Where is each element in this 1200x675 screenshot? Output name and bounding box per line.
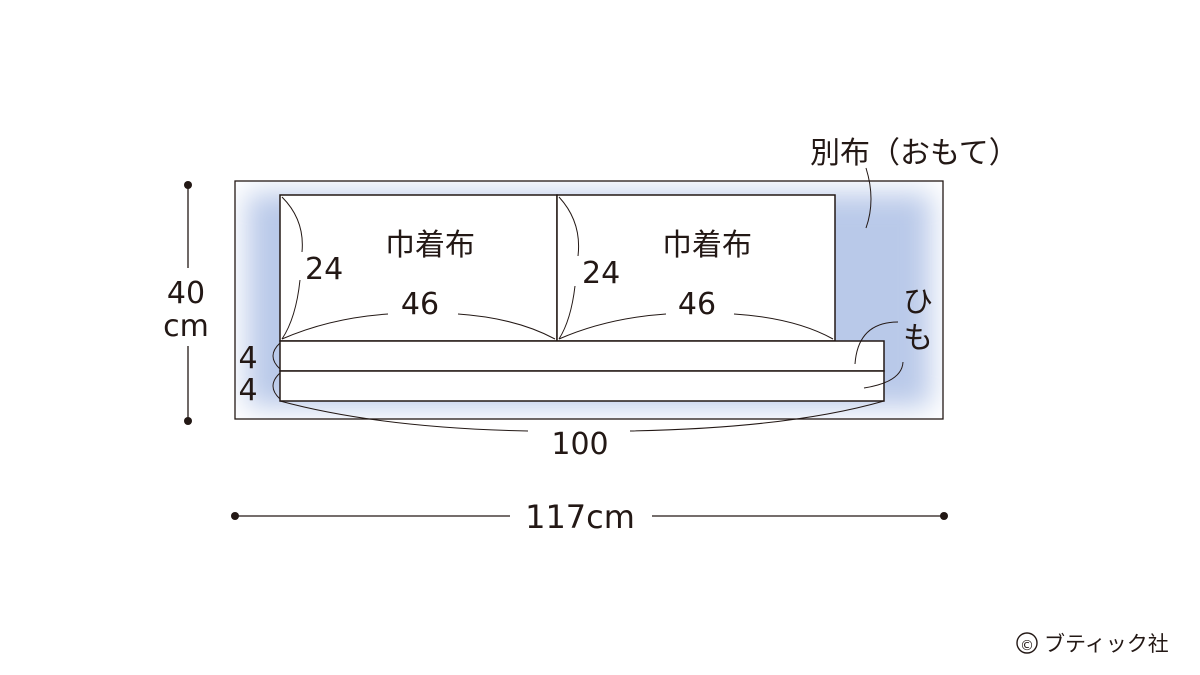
total-height-value: 40 bbox=[167, 276, 205, 311]
pouch-piece-right bbox=[556, 194, 836, 342]
strap-label-text: ひも bbox=[903, 285, 933, 356]
pouch-left-height-curve bbox=[281, 196, 303, 340]
pouch-right-height-curve bbox=[558, 196, 580, 340]
strap-piece-2 bbox=[279, 370, 885, 402]
dimension-curves bbox=[272, 167, 904, 432]
pouch-piece-left bbox=[279, 194, 558, 342]
strap-label: ひも bbox=[903, 285, 933, 356]
copyright-symbol: © bbox=[1020, 638, 1034, 654]
outer-fabric-label: 別布（おもて） bbox=[810, 136, 1019, 171]
copyright-notice: © ブティック社 bbox=[1016, 632, 1169, 656]
strap-leader-2 bbox=[863, 361, 904, 389]
total-width-label: 117cm bbox=[525, 498, 635, 536]
pouch-left-height-label: 24 bbox=[305, 252, 343, 287]
strap-length-label: 100 bbox=[551, 427, 608, 462]
strap-length-curve bbox=[279, 400, 885, 432]
width-dimension bbox=[231, 512, 948, 520]
strap-2-width-curve bbox=[272, 372, 281, 400]
publisher-name: ブティック社 bbox=[1044, 632, 1169, 656]
pouch-right-width-curve bbox=[558, 313, 834, 340]
strap-1-width-curve bbox=[272, 342, 281, 370]
pouch-right-height-label: 24 bbox=[582, 256, 620, 291]
strap-1-width-label: 4 bbox=[238, 341, 257, 376]
strap-2-width-label: 4 bbox=[238, 373, 257, 408]
pouch-right-label: 巾着布 bbox=[662, 228, 752, 263]
total-height-unit: cm bbox=[163, 309, 209, 344]
pouch-left-width-curve bbox=[281, 313, 556, 340]
strap-piece-1 bbox=[279, 340, 885, 372]
pouch-left-width-label: 46 bbox=[401, 287, 439, 322]
copyright-circle bbox=[1016, 632, 1038, 654]
pouch-right-width-label: 46 bbox=[678, 287, 716, 322]
pouch-left-label: 巾着布 bbox=[385, 228, 475, 263]
fabric-leader bbox=[865, 167, 872, 229]
height-dimension bbox=[184, 181, 192, 425]
strap-leader bbox=[854, 321, 899, 365]
